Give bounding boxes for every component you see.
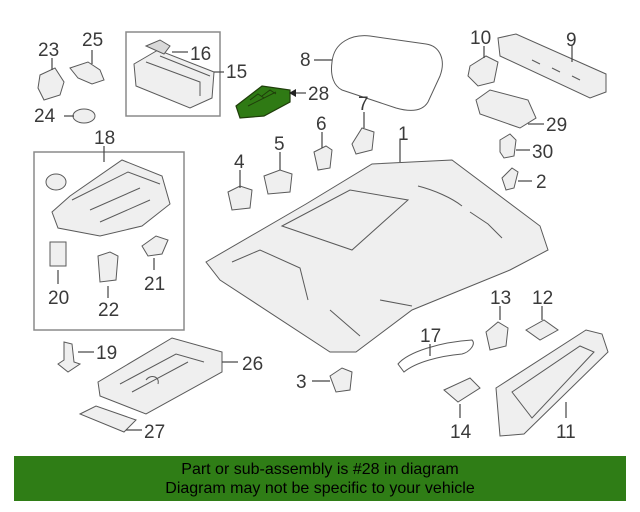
callout-6[interactable]: 6 [316,114,327,135]
part-30 [499,133,517,159]
part-14 [443,377,481,403]
callout-25[interactable]: 25 [82,30,103,51]
part-19 [57,341,82,373]
part-23 [37,67,65,101]
part-7 [351,127,375,155]
callout-23[interactable]: 23 [38,40,59,61]
callout-27[interactable]: 27 [144,422,165,443]
part-10 [467,55,499,87]
parts-diagram: 1 2 3 4 5 6 7 8 9 10 11 12 13 14 15 16 1… [33,28,609,443]
part-5 [263,169,293,195]
callout-2[interactable]: 2 [536,172,547,193]
part-4 [227,185,253,211]
part-17 [397,339,474,373]
callout-13[interactable]: 13 [490,288,511,309]
callout-8[interactable]: 8 [300,50,311,71]
part-1-headliner [205,159,549,353]
callout-4[interactable]: 4 [234,152,245,173]
callout-10[interactable]: 10 [470,28,491,49]
part-20 [49,241,67,267]
banner-line-1: Part or sub-assembly is #28 in diagram [181,461,459,478]
callout-21[interactable]: 21 [144,274,165,295]
callout-11[interactable]: 11 [556,422,576,443]
callout-9[interactable]: 9 [566,30,577,51]
callout-15[interactable]: 15 [226,62,247,83]
part-18-cap [45,173,67,191]
part-18-console [51,159,171,237]
callout-30[interactable]: 30 [532,142,553,163]
banner-line-2: Diagram may not be specific to your vehi… [165,480,475,497]
part-2 [501,167,519,191]
part-11-visor [495,329,609,437]
part-16-bulb [144,39,171,55]
group-box-15 [125,31,221,117]
callout-7[interactable]: 7 [358,94,369,115]
part-3 [329,367,353,393]
group-box-18 [33,151,185,331]
callout-24[interactable]: 24 [34,106,56,127]
part-8-seal [331,35,443,111]
part-27 [78,405,137,433]
part-21 [141,235,169,257]
part-12 [525,319,559,341]
part-22 [97,251,119,283]
part-25 [69,61,105,85]
callout-16[interactable]: 16 [190,44,211,65]
part-9 [497,33,607,99]
callout-5[interactable]: 5 [274,134,285,155]
part-13 [485,321,509,351]
callout-17[interactable]: 17 [420,326,441,347]
callout-19[interactable]: 19 [96,343,117,364]
part-26 [97,337,223,415]
callout-22[interactable]: 22 [98,300,119,321]
callout-29[interactable]: 29 [546,115,567,136]
callout-1[interactable]: 1 [398,124,409,145]
part-6 [313,145,333,171]
part-28-highlighted [235,85,291,119]
callout-3[interactable]: 3 [296,372,307,393]
part-info-banner: Part or sub-assembly is #28 in diagram D… [14,456,626,501]
callout-14[interactable]: 14 [450,422,472,443]
callout-18[interactable]: 18 [94,128,115,149]
part-24 [72,108,96,124]
callout-26[interactable]: 26 [242,354,263,375]
callout-20[interactable]: 20 [48,288,69,309]
callout-12[interactable]: 12 [532,288,553,309]
part-29 [475,89,537,129]
callout-28[interactable]: 28 [308,84,329,105]
